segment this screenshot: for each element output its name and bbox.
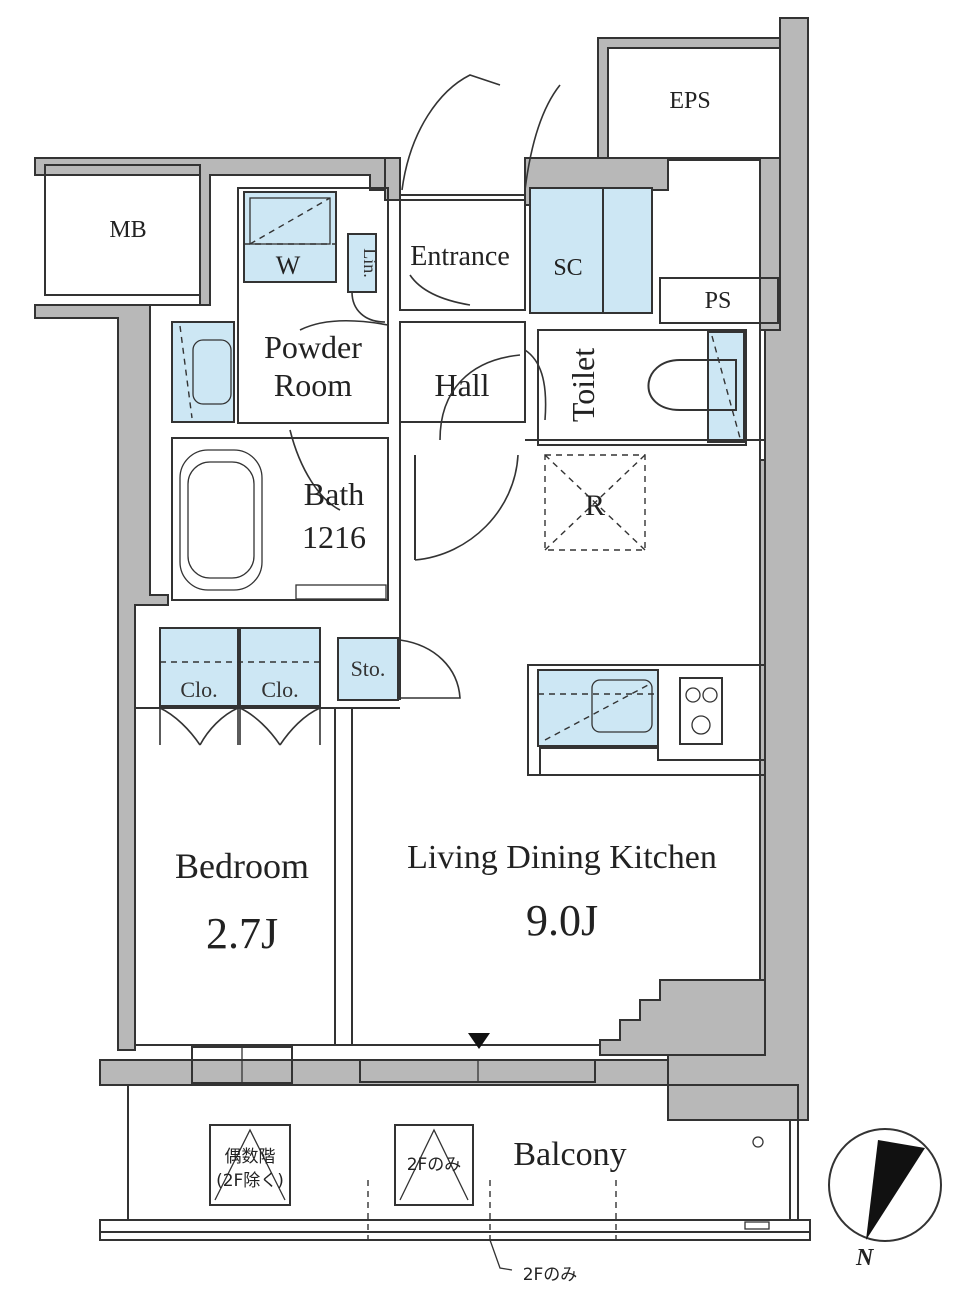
ldk-step-wall — [599, 979, 766, 1056]
shoe-closet — [529, 187, 653, 314]
bottom-note: 2Fのみ — [523, 1265, 578, 1285]
toilet-bowl — [647, 359, 737, 411]
toilet-tank-dash — [711, 335, 741, 439]
sc-label: SC — [553, 255, 582, 281]
hatch-mid-ladder-icon — [399, 1128, 469, 1201]
balcony-rail — [99, 1219, 811, 1233]
entrance-inner-door-arc — [409, 274, 471, 306]
toilet-room — [537, 329, 747, 446]
stove-burner-2 — [702, 687, 718, 703]
linen-closet — [347, 233, 377, 293]
mb-label: MB — [109, 217, 146, 243]
closet-1-label: Clo. — [180, 677, 217, 702]
storage-label: Sto. — [351, 656, 386, 681]
powder-room-label-line1: Powder — [264, 329, 362, 365]
balcony-vent — [744, 1221, 770, 1230]
eps-label: EPS — [669, 88, 710, 114]
powder-room-label-line2: Room — [274, 367, 352, 403]
hatch-mid-label: 2Fのみ — [407, 1155, 462, 1175]
ps-room — [659, 277, 779, 324]
bath-label-line2: 1216 — [302, 519, 366, 555]
bath-step — [295, 584, 387, 600]
ldk-size: 9.0J — [526, 896, 598, 945]
storage-closet — [337, 637, 399, 701]
hatch-left-label-line2: (2F除く) — [216, 1171, 284, 1191]
entrance-door-arc-left — [401, 74, 501, 191]
toilet-door-arc — [524, 349, 547, 421]
north-arrow-icon — [866, 1140, 925, 1240]
refrigerator-label: R — [585, 489, 605, 522]
powder-room — [237, 187, 389, 424]
linen-door-arc — [351, 291, 386, 323]
storage-door-arc — [399, 639, 461, 699]
entrance-door-arc-right — [524, 84, 561, 191]
bedroom-label: Bedroom — [175, 846, 309, 886]
ldk-label: Living Dining Kitchen — [407, 839, 717, 876]
closet-2-label: Clo. — [261, 677, 298, 702]
ldk-door-arc — [414, 454, 519, 561]
washer-dash — [249, 197, 331, 245]
closet-door-4 — [279, 707, 321, 746]
washer-area — [243, 191, 337, 283]
stove-burner-3 — [691, 715, 711, 735]
hatch-left-ladder-icon — [214, 1128, 286, 1201]
hall-label: Hall — [434, 367, 489, 403]
evacuation-hatch-mid — [394, 1124, 474, 1206]
balcony-rail-2 — [99, 1231, 811, 1241]
closet-2 — [239, 627, 321, 707]
closet-door-1 — [159, 707, 201, 746]
entrance-label: Entrance — [410, 241, 510, 272]
stove-burner-1 — [685, 687, 701, 703]
toilet-tank — [707, 331, 745, 443]
ps-label: PS — [705, 288, 732, 314]
interior-wall-right — [667, 157, 781, 981]
refrigerator-x2 — [544, 454, 646, 551]
bathtub-inner — [187, 461, 255, 579]
closet-door-3 — [239, 707, 281, 746]
compass: N — [828, 1128, 942, 1271]
compass-north-label: N — [855, 1245, 875, 1271]
kitchen-sink — [591, 679, 653, 733]
evacuation-hatch-left — [209, 1124, 291, 1206]
hall-area — [399, 321, 526, 423]
stove — [679, 677, 723, 745]
compass-ring — [828, 1128, 942, 1242]
kitchen-sink-dash — [544, 683, 651, 741]
bath-door-arc — [289, 429, 341, 511]
balcony-label: Balcony — [513, 1136, 626, 1173]
mb-room — [44, 164, 201, 296]
toilet-label: Toilet — [565, 348, 601, 422]
bottom-note-leader — [489, 1239, 513, 1271]
bath-room — [171, 437, 389, 601]
bathtub — [179, 449, 263, 591]
closet-door-2 — [199, 707, 239, 746]
exterior-wall-right — [667, 17, 809, 1121]
entry-arrow-icon — [468, 1033, 490, 1049]
linen-label: Lin. — [360, 248, 380, 278]
closet-1 — [159, 627, 239, 707]
balcony-drain-icon — [752, 1136, 764, 1148]
hall-door-arc — [439, 354, 521, 441]
hatch-left-label-line1: 偶数階 — [225, 1147, 276, 1167]
refrigerator-space — [544, 454, 646, 551]
eps-room — [607, 47, 781, 159]
powder-door-arc — [299, 320, 389, 331]
washer-label: W — [276, 251, 301, 280]
bedroom-size: 2.7J — [206, 909, 278, 958]
vanity-sink — [192, 339, 232, 405]
vanity-dash — [179, 325, 193, 419]
exterior-wall-top-left — [34, 157, 386, 1051]
entrance-room — [399, 199, 526, 311]
bath-label-line1: Bath — [304, 476, 364, 512]
